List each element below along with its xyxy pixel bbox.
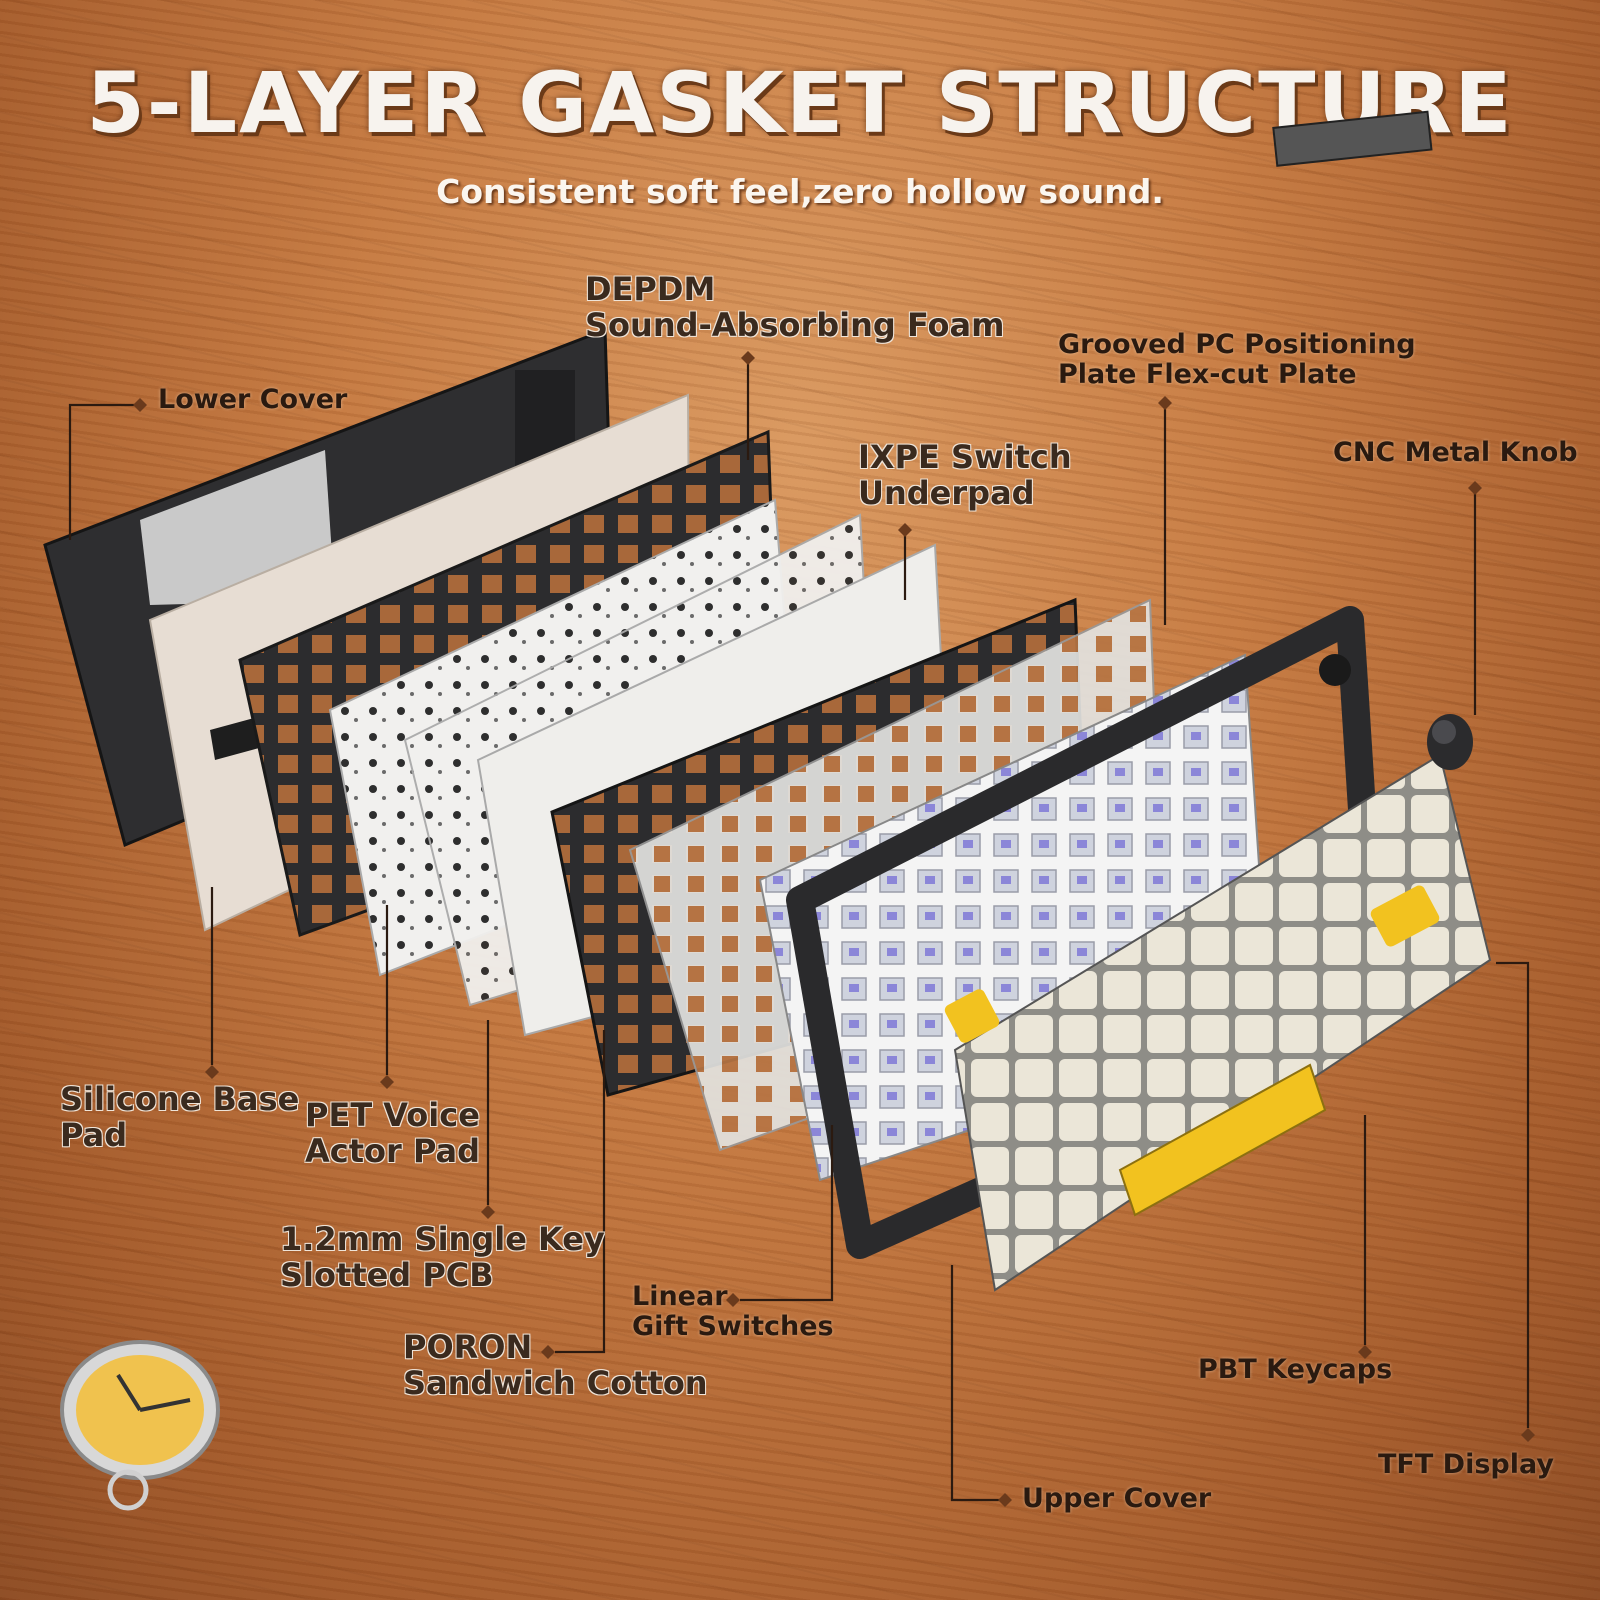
- label-lower-cover: Lower Cover: [158, 384, 348, 415]
- label-grooved-line2: Plate Flex-cut Plate: [1058, 359, 1357, 391]
- label-pcb-line2: Slotted PCB: [280, 1255, 494, 1294]
- keycaps-layer: [953, 753, 1492, 1292]
- page-subtitle: Consistent soft feel,zero hollow sound.: [436, 172, 1164, 211]
- label-ixpe-line2: Underpad: [858, 473, 1035, 512]
- label-silicone-line2: Pad: [60, 1115, 128, 1154]
- label-poron-line1: PORON: [403, 1328, 533, 1366]
- label-grooved-plate: Grooved PC Positioning Plate Flex-cut Pl…: [1058, 329, 1416, 391]
- stopwatch-illustration: [60, 1340, 220, 1511]
- label-ixpe-line1: IXPE Switch: [858, 438, 1072, 476]
- label-pet: PET Voice Actor Pad: [305, 1096, 481, 1170]
- label-silicone-line1: Silicone Base: [60, 1080, 300, 1118]
- label-pcb: 1.2mm Single Key Slotted PCB: [280, 1220, 605, 1294]
- thumbnail: [1272, 110, 1433, 167]
- label-upper-cover: Upper Cover: [1022, 1483, 1212, 1514]
- label-switches-line1: Linear: [632, 1281, 728, 1312]
- label-switches-line2: Gift Switches: [632, 1311, 834, 1343]
- label-poron: PORON Sandwich Cotton: [403, 1328, 708, 1402]
- label-knob: CNC Metal Knob: [1333, 437, 1578, 468]
- label-poron-line2: Sandwich Cotton: [403, 1363, 708, 1402]
- label-silicone: Silicone Base Pad: [60, 1080, 300, 1154]
- label-pet-line1: PET Voice: [305, 1096, 480, 1134]
- label-tft-display: TFT Display: [1378, 1449, 1554, 1480]
- label-grooved-line1: Grooved PC Positioning: [1058, 329, 1416, 360]
- label-pet-line2: Actor Pad: [305, 1131, 481, 1170]
- label-pcb-line1: 1.2mm Single Key: [280, 1220, 605, 1258]
- label-keycaps: PBT Keycaps: [1198, 1354, 1393, 1385]
- label-depdm-line1: DEPDM: [585, 270, 716, 308]
- label-depdm: DEPDM Sound-Absorbing Foam: [585, 270, 1005, 344]
- label-switches: Linear Gift Switches: [632, 1281, 834, 1343]
- label-ixpe: IXPE Switch Underpad: [858, 438, 1072, 512]
- label-depdm-line2: Sound-Absorbing Foam: [585, 305, 1005, 344]
